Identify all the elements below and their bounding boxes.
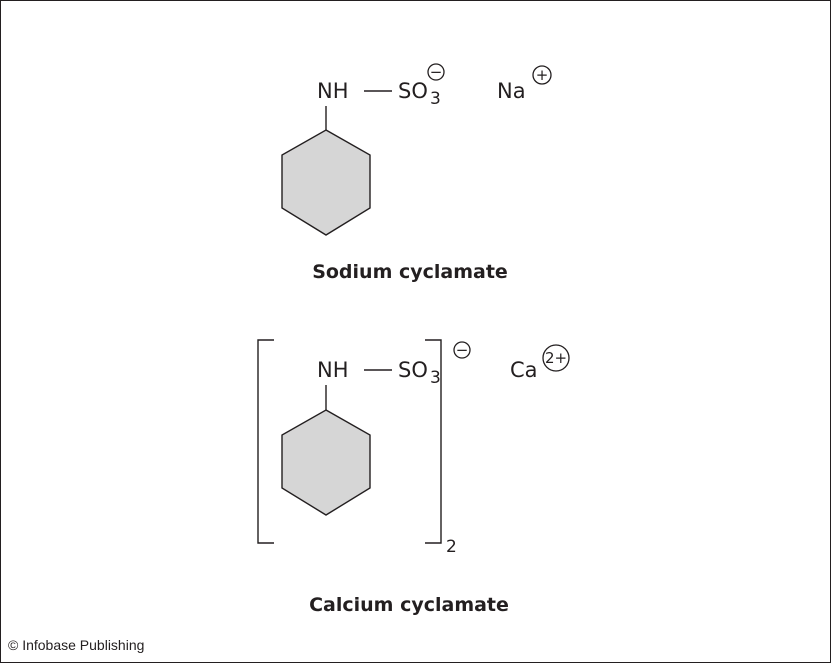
- calcium-cation-label: Ca: [510, 358, 538, 382]
- sodium-anion-charge: −: [430, 63, 443, 81]
- sodium-cyclohexane-ring-icon: [281, 129, 371, 236]
- calcium-left-bracket: [257, 339, 274, 544]
- calcium-so-label: SO: [398, 358, 428, 382]
- calcium-bracket-count: 2: [446, 537, 457, 557]
- sodium-cyclamate-structure: NH SO 3 − Na + Sodium cyclamate: [281, 63, 552, 283]
- calcium-cation-charge: 2+: [545, 349, 567, 367]
- sodium-cation-charge: +: [536, 66, 549, 84]
- sodium-so-label: SO: [398, 79, 428, 103]
- calcium-anion-charge-circle: [453, 341, 471, 359]
- calcium-right-bracket: [425, 339, 442, 544]
- sodium-cation-charge-circle: [532, 65, 552, 85]
- calcium-anion-charge: −: [456, 341, 469, 359]
- sodium-caption: Sodium cyclamate: [312, 261, 508, 283]
- sodium-nh-label: NH: [317, 79, 349, 103]
- calcium-nh-label: NH: [317, 358, 349, 382]
- calcium-so-subscript: 3: [430, 368, 441, 388]
- sodium-cation-label: Na: [497, 79, 526, 103]
- sodium-so-subscript: 3: [430, 89, 441, 109]
- calcium-cation-charge-circle: [542, 344, 570, 372]
- sodium-anion-charge-circle: [427, 63, 445, 81]
- calcium-cyclamate-structure: 2 NH SO 3 − Ca 2+ Calcium cyclamate: [257, 339, 570, 616]
- publisher-credit: © Infobase Publishing: [8, 637, 145, 653]
- calcium-cyclohexane-ring-icon: [281, 409, 371, 516]
- calcium-caption: Calcium cyclamate: [309, 594, 509, 616]
